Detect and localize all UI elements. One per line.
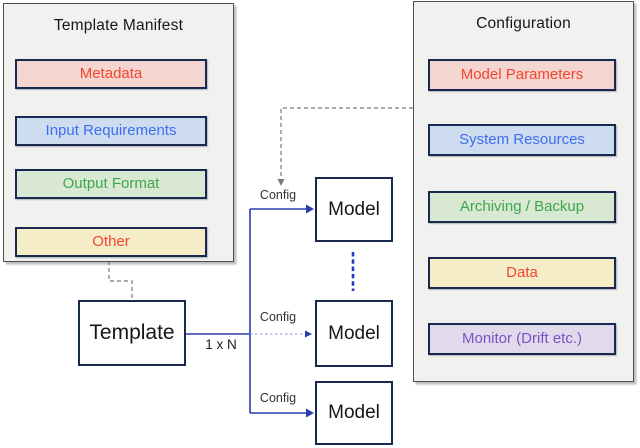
config-item-archiving-backup: Archiving / Backup [428, 191, 616, 223]
config-edge-label-3: Config [259, 391, 297, 405]
configuration-title: Configuration [476, 15, 571, 32]
arrowhead-model-3-icon [306, 408, 314, 418]
model-node-1: Model [315, 177, 393, 242]
template-manifest-panel: Template Manifest Metadata Input Require… [3, 3, 234, 262]
model-node-2: Model [315, 300, 393, 367]
config-item-monitor-drift: Monitor (Drift etc.) [428, 323, 616, 355]
config-item-system-resources: System Resources [428, 124, 616, 156]
manifest-item-input-requirements: Input Requirements [15, 116, 207, 146]
manifest-item-output-format: Output Format [15, 169, 207, 199]
wire-manifest-to-template [108, 261, 133, 298]
template-manifest-title: Template Manifest [53, 17, 184, 34]
wire-configuration-to-config [280, 107, 413, 179]
model-node-3: Model [315, 381, 393, 445]
multiplicity-label: 1 x N [205, 337, 237, 352]
manifest-item-metadata: Metadata [15, 59, 207, 89]
config-edge-label-2: Config [259, 310, 297, 324]
manifest-item-other: Other [15, 227, 207, 257]
config-item-model-parameters: Model Parameters [428, 59, 616, 91]
arrowhead-config-down-icon [277, 179, 285, 186]
template-node: Template [78, 300, 186, 366]
arrowhead-model-2-icon [305, 330, 312, 338]
configuration-panel: Configuration Model Parameters System Re… [413, 1, 634, 382]
config-item-data: Data [428, 257, 616, 289]
config-edge-label-1: Config [259, 188, 297, 202]
arrowhead-model-1-icon [306, 204, 314, 214]
